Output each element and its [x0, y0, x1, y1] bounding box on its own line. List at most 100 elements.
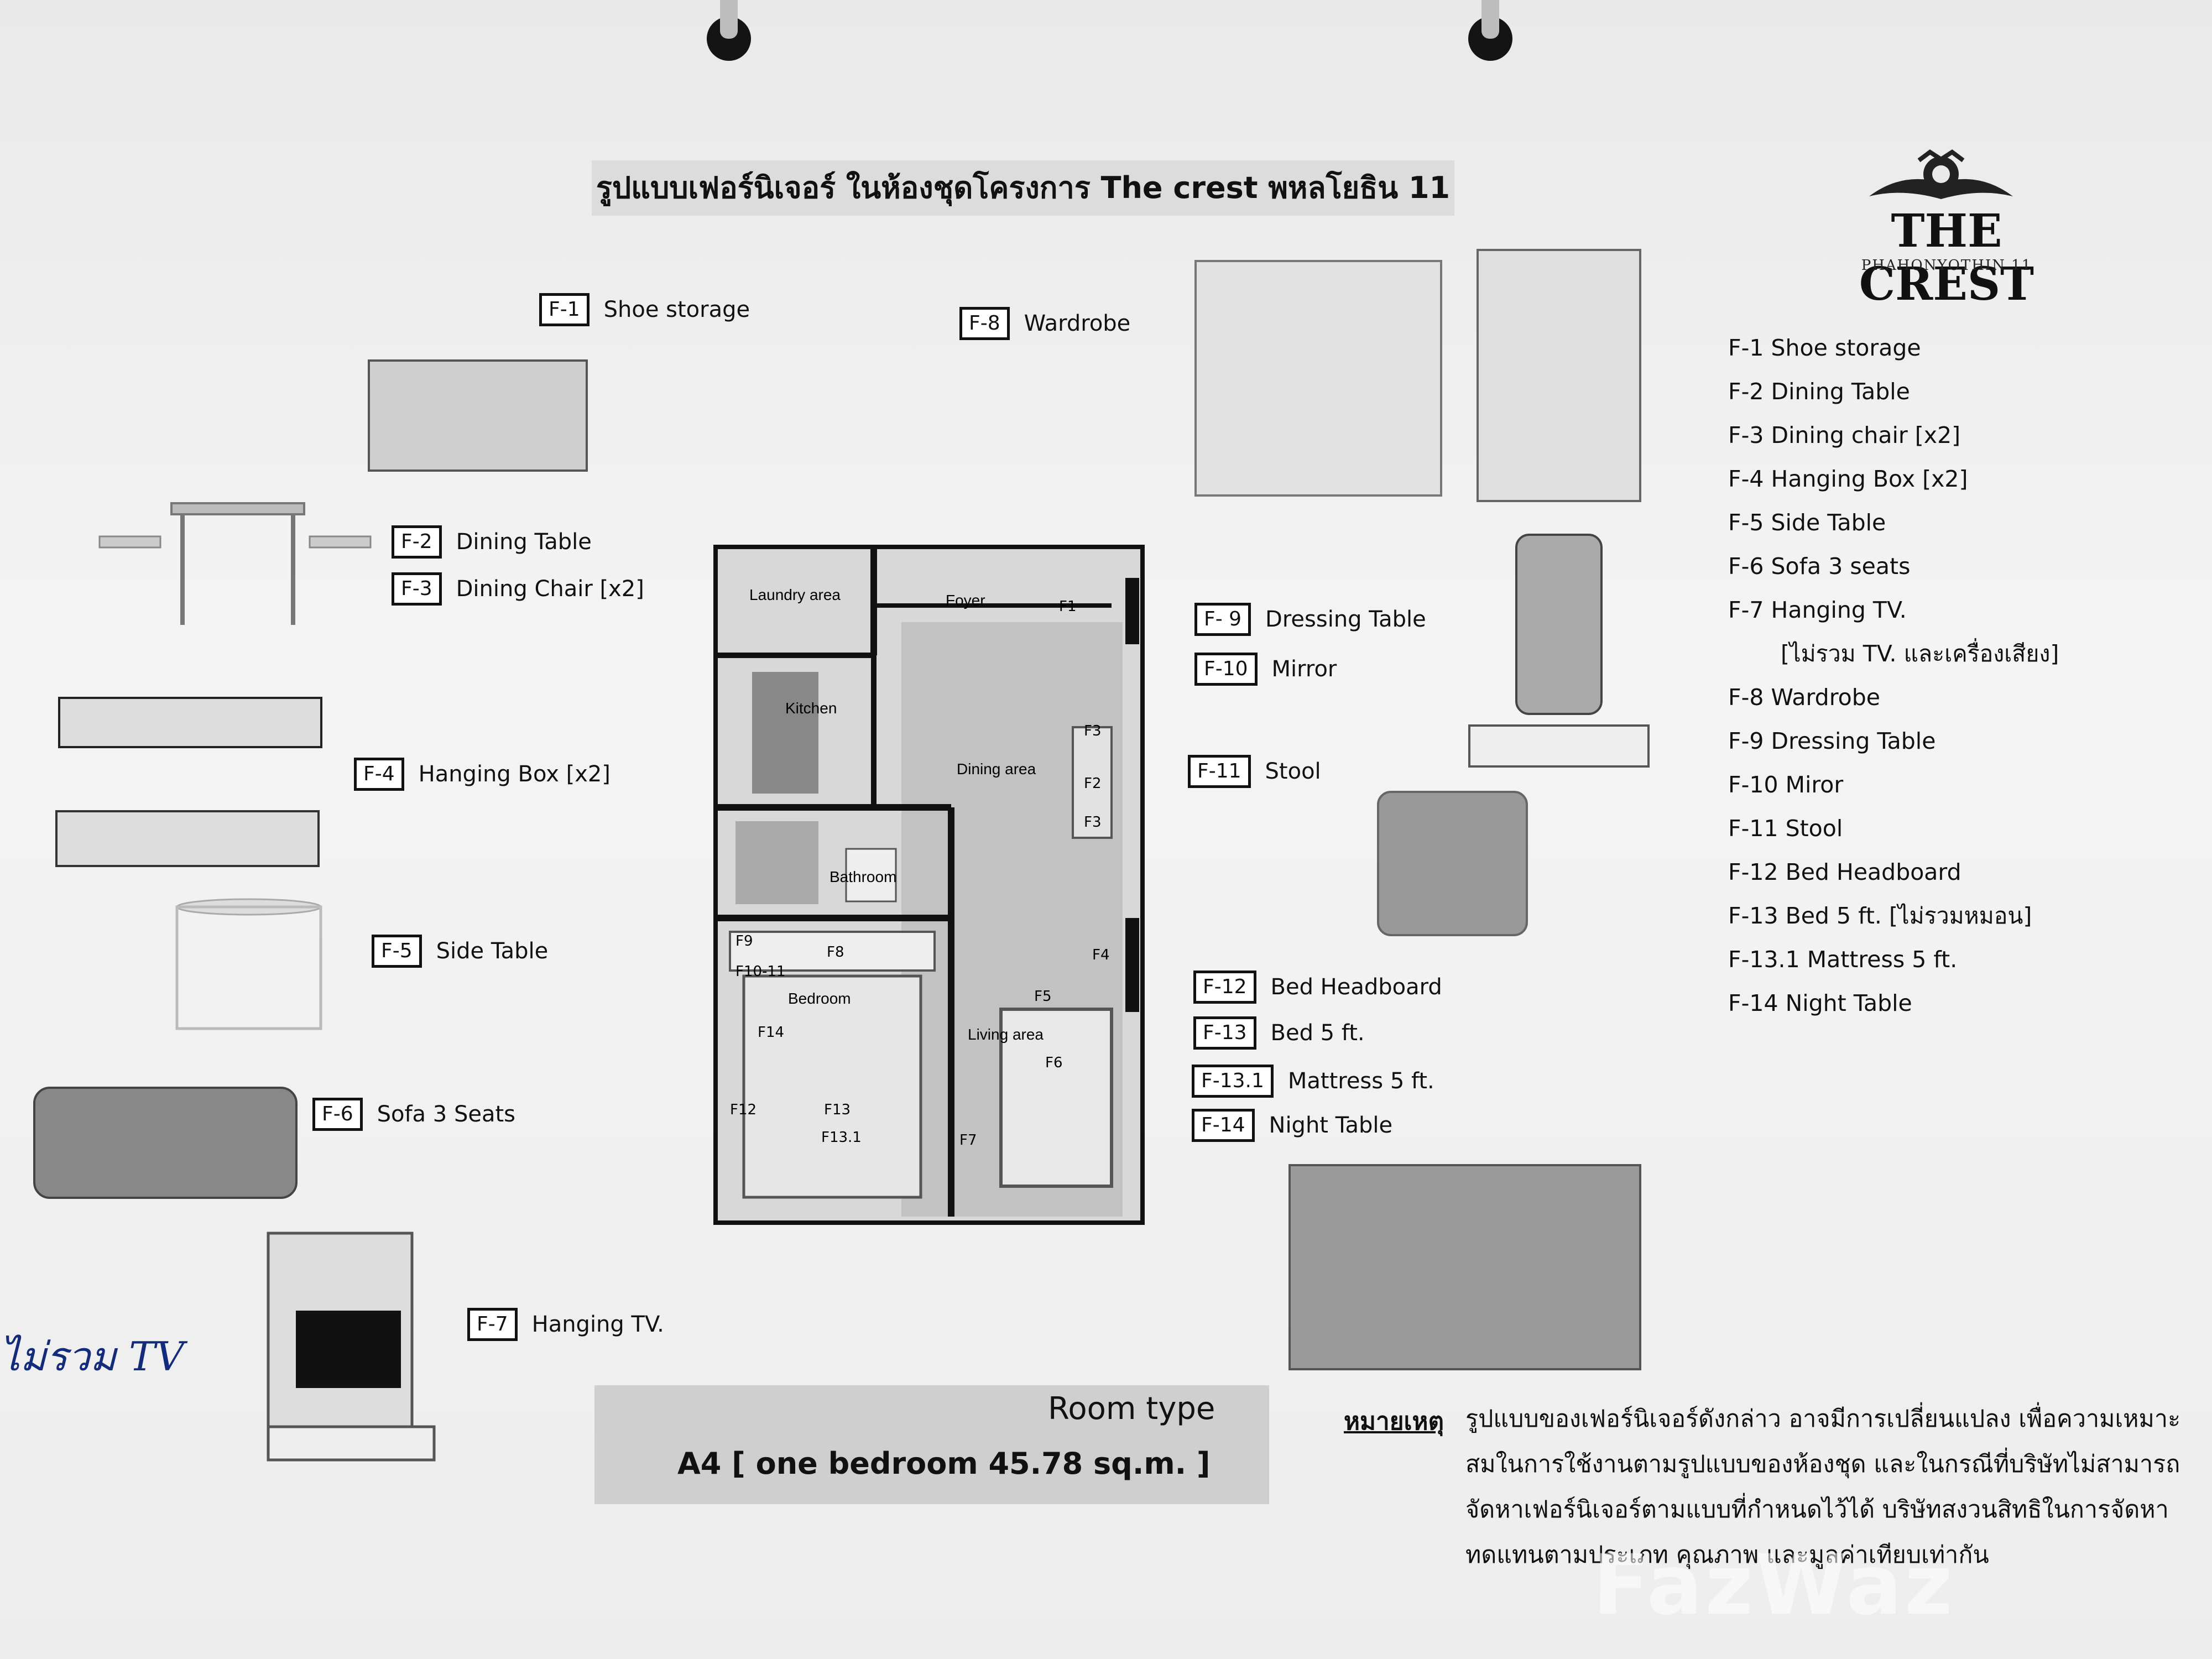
brand-subtitle: PHAHONYOTHIN 11: [1861, 257, 2032, 274]
list-item: F-7 Hanging TV.: [1728, 597, 1907, 623]
watermark: FazWaz: [1593, 1537, 1955, 1634]
label-text: Mattress 5 ft.: [1287, 1068, 1434, 1094]
wardrobe-open-illustration: [1477, 249, 1641, 502]
room-label-bathroom: Bathroom: [830, 868, 896, 885]
stool-illustration: [1377, 791, 1528, 936]
mirror-illustration: [1515, 534, 1603, 715]
binder-ring: [1468, 0, 1512, 61]
plan-tag: F3: [1084, 814, 1102, 831]
list-item: F-3 Dining chair [x2]: [1728, 422, 1961, 448]
label-text: Stool: [1265, 759, 1321, 784]
plan-tag: F12: [730, 1102, 757, 1118]
label-mirror: F-10 Mirror: [1194, 653, 1337, 686]
label-text: Dining Table: [456, 529, 592, 555]
list-item: F-2 Dining Table: [1728, 378, 1910, 405]
label-sofa: F-6 Sofa 3 Seats: [312, 1098, 515, 1131]
sofa-illustration: [33, 1087, 298, 1199]
label-stool: F-11 Stool: [1188, 755, 1321, 788]
binder-ring: [707, 0, 751, 61]
label-text: Shoe storage: [603, 297, 750, 322]
code-box: F-14: [1192, 1109, 1255, 1142]
code-box: F-7: [467, 1308, 518, 1341]
code-box: F-5: [372, 935, 422, 968]
list-item: F-1 Shoe storage: [1728, 335, 1921, 361]
code-box: F-1: [539, 293, 589, 326]
label-bed: F-13 Bed 5 ft.: [1193, 1016, 1365, 1050]
dining-set-illustration: [98, 502, 372, 625]
label-night-table: F-14 Night Table: [1192, 1109, 1392, 1142]
label-text: Mirror: [1271, 656, 1337, 682]
label-bed-headboard: F-12 Bed Headboard: [1193, 971, 1442, 1004]
label-text: Sofa 3 Seats: [377, 1102, 515, 1127]
page-title: รูปแบบเฟอร์นิเจอร์ ในห้องชุดโครงการ The …: [592, 160, 1454, 216]
furniture-list: F-1 Shoe storage F-2 Dining Table F-3 Di…: [1728, 326, 2059, 1025]
room-label-foyer: Foyer: [946, 592, 985, 609]
wardrobe-illustration: [1194, 260, 1442, 497]
plan-tag: F13: [824, 1102, 851, 1118]
code-box: F-3: [392, 572, 442, 606]
label-text: Wardrobe: [1024, 311, 1131, 336]
plan-tag: F2: [1084, 775, 1102, 792]
plan-tag: F10-11: [735, 963, 786, 980]
handwritten-note: ไม่รวม TV: [0, 1333, 185, 1380]
label-text: Side Table: [436, 938, 549, 964]
list-item: F-13 Bed 5 ft. [ไม่รวมหมอน]: [1728, 902, 2032, 929]
note-heading: หมายเหตุ: [1344, 1407, 1444, 1436]
room-type-box: Room type A4 [ one bedroom 45.78 sq.m. ]: [594, 1385, 1269, 1504]
crest-emblem-icon: [1869, 149, 2013, 199]
room-type-value: A4 [ one bedroom 45.78 sq.m. ]: [677, 1446, 1211, 1481]
room-label-living: Living area: [968, 1026, 1044, 1043]
list-item: F-4 Hanging Box [x2]: [1728, 466, 1968, 492]
code-box: F-2: [392, 525, 442, 559]
list-item: F-14 Night Table: [1728, 990, 1912, 1016]
list-item: F-6 Sofa 3 seats: [1728, 553, 1911, 580]
hanging-tv-illustration: [267, 1232, 436, 1462]
plan-tag: F9: [735, 933, 753, 950]
label-text: Dressing Table: [1265, 607, 1426, 632]
code-box: F-13: [1193, 1016, 1256, 1050]
label-text: Night Table: [1269, 1113, 1393, 1138]
hanging-box-illustration: [58, 697, 322, 748]
plan-tag: F6: [1045, 1055, 1063, 1071]
plan-tag: F14: [758, 1024, 784, 1041]
list-item: F-5 Side Table: [1728, 509, 1886, 536]
code-box: F-11: [1188, 755, 1251, 788]
code-box: F-6: [312, 1098, 363, 1131]
bed-illustration: [1288, 1164, 1641, 1370]
code-box: F-10: [1194, 653, 1258, 686]
dressing-table-illustration: [1468, 724, 1650, 768]
label-text: Bed 5 ft.: [1270, 1020, 1365, 1046]
code-box: F- 9: [1194, 603, 1251, 636]
code-box: F-13.1: [1192, 1065, 1274, 1098]
list-item: F-10 Miror: [1728, 771, 1844, 798]
plan-tag: F8: [827, 944, 844, 961]
note-text: รูปแบบของเฟอร์นิเจอร์ดังกล่าว อาจมีการเป…: [1465, 1405, 2181, 1569]
plan-tag: F3: [1084, 723, 1102, 739]
room-label-laundry: Laundry area: [749, 586, 841, 603]
plan-tag: F1: [1059, 598, 1077, 615]
shoe-storage-illustration: [368, 359, 588, 472]
plan-tag: F4: [1092, 947, 1110, 963]
floor-plan: Laundry area Foyer Kitchen Dining area B…: [713, 545, 1145, 1225]
room-label-dining: Dining area: [957, 760, 1036, 778]
label-side-table: F-5 Side Table: [372, 935, 548, 968]
label-dining-table: F-2 Dining Table: [392, 525, 592, 559]
label-dressing-table: F- 9 Dressing Table: [1194, 603, 1426, 636]
list-item: F-11 Stool: [1728, 815, 1843, 842]
room-type-label: Room type: [1048, 1391, 1215, 1427]
label-text: Bed Headboard: [1270, 974, 1442, 1000]
hanging-box-illustration: [55, 810, 320, 867]
list-item: F-12 Bed Headboard: [1728, 859, 1961, 885]
label-text: Hanging Box [x2]: [418, 761, 611, 787]
side-table-illustration: [175, 898, 322, 1030]
label-shoe-storage: F-1 Shoe storage: [539, 293, 750, 326]
plan-tag: F7: [959, 1132, 977, 1149]
plan-tag: F13.1: [821, 1129, 862, 1146]
list-item-note: [ไม่รวม TV. และเครื่องเสียง]: [1781, 640, 2059, 667]
code-box: F-12: [1193, 971, 1256, 1004]
